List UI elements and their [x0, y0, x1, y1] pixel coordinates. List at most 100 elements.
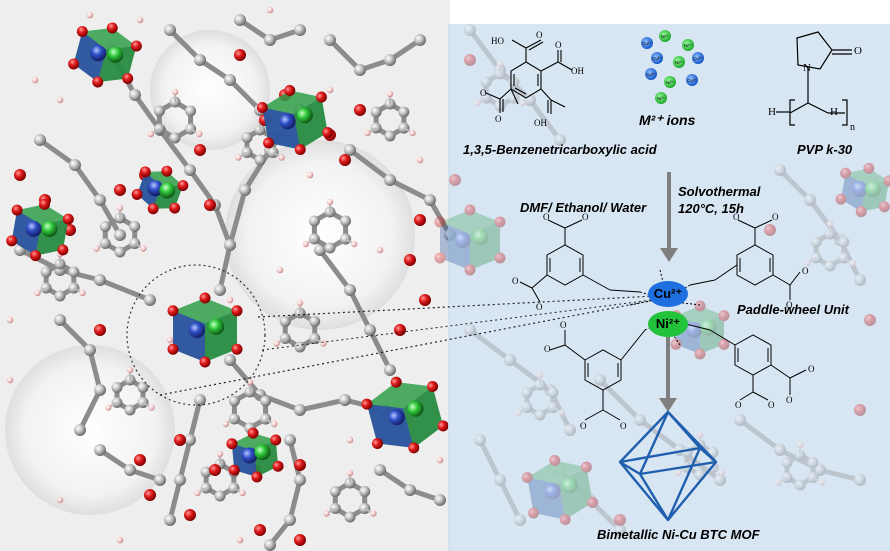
carbon-atom	[354, 64, 366, 76]
carbon-atom	[564, 424, 576, 436]
carbon-atom	[781, 472, 793, 483]
oxygen-atom	[272, 460, 284, 472]
carbon-atom	[521, 402, 533, 413]
ion-label: Cu²⁺	[687, 78, 697, 83]
carbon-atom	[153, 105, 165, 117]
carbon-atom	[344, 511, 356, 523]
carbon-atom	[34, 134, 46, 146]
carbon-atom	[359, 486, 371, 497]
carbon-atom	[534, 379, 546, 391]
oxygen-atom	[167, 305, 179, 317]
carbon-atom	[398, 106, 410, 118]
carbon-atom	[480, 76, 492, 88]
hydrogen-atom	[775, 479, 782, 486]
carbon-atom	[144, 294, 156, 306]
carbon-atom	[99, 221, 111, 232]
oxygen-atom	[122, 72, 134, 84]
oxygen-atom	[718, 310, 730, 322]
oxygen-atom	[11, 204, 23, 216]
cu-ion-marker	[648, 281, 688, 307]
carbon-atom	[164, 24, 176, 36]
oxygen-atom	[718, 338, 730, 350]
hydrogen-atom	[126, 366, 134, 374]
oxygen-atom	[92, 76, 104, 88]
oxygen-atom	[408, 442, 420, 454]
oxygen-atom	[139, 166, 151, 178]
carbon-atom	[824, 228, 836, 240]
oxygen-atom	[131, 188, 143, 200]
ion-label: Cu²⁺	[652, 56, 662, 61]
carbon-atom	[424, 194, 436, 206]
carbon-atom	[504, 354, 516, 366]
carbon-atom	[547, 387, 559, 398]
oxygen-atom	[361, 398, 373, 410]
copper-atom	[388, 409, 405, 426]
oxygen-atom	[419, 294, 431, 306]
metal-paddle-cluster	[167, 292, 243, 368]
cu-label: Cu²⁺	[653, 286, 683, 301]
panel-ghost-lattice	[434, 24, 890, 536]
nickel-atom	[561, 477, 578, 494]
carbon-atom	[294, 24, 306, 36]
carbon-atom	[374, 464, 386, 476]
paddle-o-5: O	[512, 276, 519, 286]
hydrogen-atom	[171, 88, 179, 96]
metal-paddle-cluster	[226, 427, 284, 483]
oxygen-atom	[580, 461, 592, 473]
btc-o-right-label: O	[555, 40, 562, 50]
nickel-atom	[296, 107, 313, 124]
hydrogen-atom	[31, 76, 39, 84]
nickel-atom	[472, 229, 489, 245]
oxygen-atom	[437, 420, 449, 432]
carbon-atom	[464, 324, 476, 336]
hydrogen-atom	[818, 479, 825, 486]
oxygen-atom	[144, 489, 156, 501]
oxygen-atom	[494, 216, 506, 228]
oxygen-atom	[177, 180, 189, 192]
carbon-atom	[774, 164, 786, 176]
carbon-atom	[634, 414, 646, 426]
carbon-atom	[114, 229, 126, 241]
pvp-n-label: N	[803, 62, 811, 74]
copper-atom	[90, 45, 107, 62]
ion-cluster: Cu²⁺Ni²⁺Ni²⁺Cu²⁺Ni²⁺Cu²⁺Cu²⁺Ni²⁺Cu²⁺Ni²⁺	[641, 30, 704, 104]
carbon-atom	[194, 54, 206, 66]
carbon-atom	[480, 92, 492, 104]
oxygen-atom	[427, 380, 439, 392]
paddle-o-9: O	[580, 421, 587, 431]
hydrogen-atom	[326, 198, 334, 206]
oxygen-atom	[315, 91, 327, 103]
carbon-atom	[810, 236, 822, 248]
nickel-atom	[208, 318, 225, 335]
hydrogen-atom	[496, 60, 504, 68]
nickel-ion	[664, 76, 676, 88]
carbon-atom	[824, 260, 836, 272]
oxygen-atom	[29, 250, 41, 262]
oxygen-atom	[134, 454, 146, 466]
hydrogen-atom	[409, 129, 416, 137]
carbon-atom	[807, 457, 819, 468]
zoom-callout	[126, 264, 656, 406]
product-arrowhead	[659, 398, 677, 412]
carbon-atom	[594, 374, 606, 386]
oxygen-atom	[94, 324, 106, 336]
hydrogen-atom	[148, 404, 155, 411]
oxygen-atom	[234, 49, 246, 61]
carbon-atom	[344, 144, 356, 156]
hydrogen-atom	[116, 204, 124, 212]
btc-o-left-label: O	[480, 88, 487, 98]
oxygen-atom	[559, 514, 571, 526]
carbon-atom	[264, 539, 276, 551]
oxygen-atom	[169, 202, 181, 214]
carbon-atom	[364, 324, 376, 336]
copper-ion	[645, 68, 657, 80]
hydrogen-atom	[351, 240, 358, 248]
paddle-o-2: O	[582, 212, 589, 222]
paddle-o-7: O	[802, 266, 809, 276]
carbon-atom	[69, 159, 81, 171]
oxygen-atom	[394, 324, 406, 336]
nickel-ion	[659, 30, 671, 42]
carbon-atom	[794, 479, 806, 491]
nickel-atom	[254, 444, 271, 461]
carbon-atom	[228, 395, 240, 407]
